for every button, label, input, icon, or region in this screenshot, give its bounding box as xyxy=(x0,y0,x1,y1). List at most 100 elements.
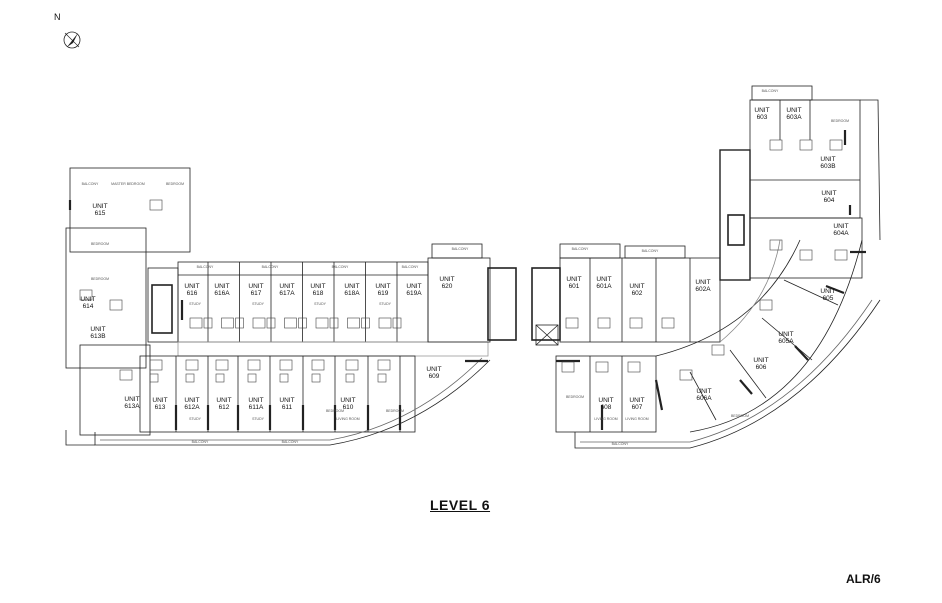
room-label: BEDROOM xyxy=(90,242,110,246)
room-label: LIVING ROOM xyxy=(336,417,360,421)
balcony-edge-east xyxy=(574,299,881,449)
room-label: BALCONY xyxy=(401,265,419,269)
fixture xyxy=(311,373,321,383)
fixture xyxy=(109,299,123,311)
room-label: MASTER BEDROOM xyxy=(111,182,145,186)
fixture xyxy=(661,317,675,329)
fixture xyxy=(252,317,266,329)
fixture xyxy=(392,317,402,329)
balcony-620 xyxy=(431,243,483,259)
fixture xyxy=(799,249,813,261)
core-shaft xyxy=(535,324,559,346)
curve-inner xyxy=(655,239,801,357)
fixture xyxy=(149,373,159,383)
room-label: BALCONY xyxy=(196,265,214,269)
room-label: BALCONY xyxy=(451,247,469,251)
room-label: BEDROOM xyxy=(165,182,185,186)
corridor-west xyxy=(177,341,489,357)
fixture xyxy=(189,317,203,329)
room-label: BALCONY xyxy=(641,249,659,253)
room-label: BALCONY xyxy=(611,442,629,446)
room-label: BEDROOM xyxy=(730,414,750,418)
block-604 xyxy=(749,217,863,279)
fixtures xyxy=(79,139,848,383)
row-south-east xyxy=(555,355,657,433)
wing-left-west xyxy=(65,227,147,369)
fixture xyxy=(235,317,244,329)
fixture xyxy=(247,359,261,371)
room-label: STUDY xyxy=(252,417,264,421)
fixture xyxy=(834,249,848,261)
fixture xyxy=(119,369,133,381)
core-lift-west xyxy=(487,267,517,341)
north-label: N xyxy=(54,12,61,22)
fixture xyxy=(311,359,325,371)
room-label: BALCONY xyxy=(261,265,279,269)
fixture xyxy=(266,317,276,329)
fixture xyxy=(829,139,843,151)
fixture xyxy=(347,317,360,329)
fixture xyxy=(279,373,289,383)
room-label: BEDROOM xyxy=(325,409,345,413)
fixture xyxy=(378,317,392,329)
room-label: BEDROOM xyxy=(830,119,850,123)
fixture xyxy=(565,317,579,329)
fixture xyxy=(769,139,783,151)
room-label: BEDROOM xyxy=(90,277,110,281)
fixture xyxy=(759,299,773,311)
fixture xyxy=(377,359,391,371)
curve-outer xyxy=(689,239,863,433)
room-label: BALCONY xyxy=(761,89,779,93)
ne-dividers xyxy=(589,258,691,342)
room-label: BALCONY xyxy=(281,440,299,444)
wing-left-south xyxy=(79,344,151,436)
balcony-602 xyxy=(624,245,686,259)
room-label: BEDROOM xyxy=(385,409,405,413)
fixture xyxy=(679,369,693,381)
room-label: STUDY xyxy=(379,302,391,306)
row-north-east xyxy=(559,257,721,343)
fixture xyxy=(627,361,641,373)
fixture xyxy=(377,373,387,383)
fixture xyxy=(185,359,199,371)
fixture xyxy=(185,373,195,383)
fixture xyxy=(345,359,359,371)
room-label: BALCONY xyxy=(191,440,209,444)
fixture xyxy=(149,199,163,211)
north-dividers xyxy=(207,262,398,342)
fixture xyxy=(595,361,609,373)
room-label: STUDY xyxy=(314,302,326,306)
level-title: LEVEL 6 xyxy=(430,497,491,513)
fixture xyxy=(345,373,355,383)
block-620 xyxy=(427,257,491,343)
